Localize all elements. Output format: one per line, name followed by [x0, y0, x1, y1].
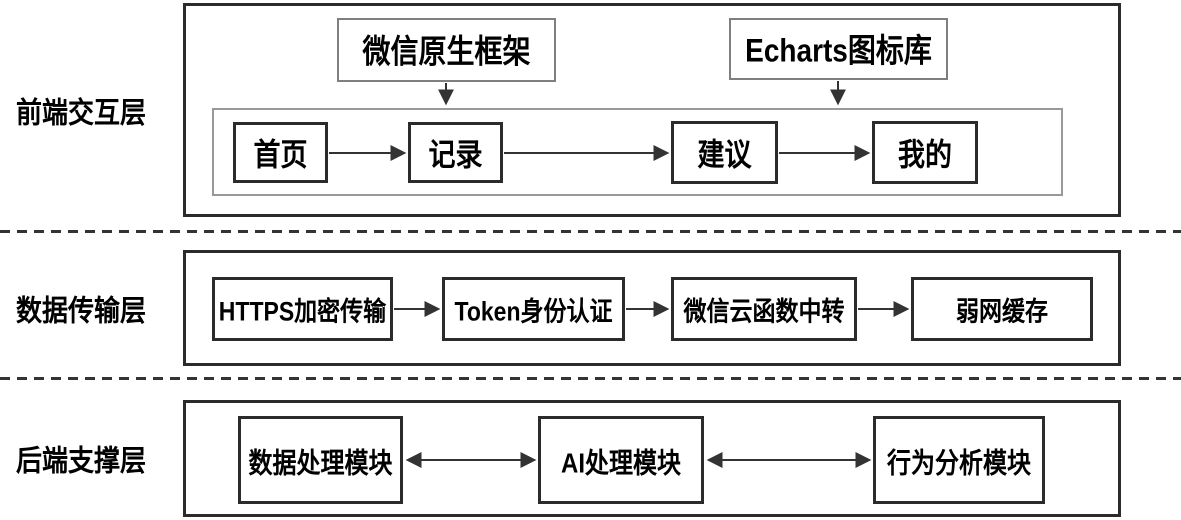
page-node-suggestion: 建议 [671, 121, 778, 184]
node-ai-processing-module: AI处理模块 [538, 416, 704, 504]
layer-label-data-transport-text: 数据传输层 [15, 292, 146, 327]
page-node-home-label: 首页 [253, 138, 308, 173]
echarts-library-node: Echarts图标库 [729, 18, 948, 80]
node-token-auth-label: Token身份认证 [454, 296, 613, 327]
node-weak-network-cache-label: 弱网缓存 [956, 296, 1048, 327]
node-https-encryption: HTTPS加密传输 [212, 277, 393, 341]
layer-label-frontend-text: 前端交互层 [15, 94, 146, 129]
page-node-record: 记录 [408, 122, 503, 183]
node-https-encryption-label: HTTPS加密传输 [218, 296, 387, 327]
layer-separator-1 [0, 230, 1181, 233]
node-wechat-cloud-relay: 微信云函数中转 [671, 277, 857, 341]
layer-label-backend: 后端支撑层 [0, 400, 162, 517]
layer-label-data-transport: 数据传输层 [0, 250, 162, 366]
node-token-auth: Token身份认证 [442, 277, 625, 341]
node-behavior-analysis-module-label: 行为分析模块 [887, 447, 1031, 479]
layer-separator-2 [0, 377, 1181, 380]
page-node-record-label: 记录 [428, 138, 483, 173]
wechat-native-framework-label: 微信原生框架 [362, 33, 531, 70]
page-node-suggestion-label: 建议 [697, 138, 752, 173]
node-ai-processing-module-label: AI处理模块 [561, 447, 681, 479]
node-data-processing-module: 数据处理模块 [238, 416, 403, 504]
node-weak-network-cache: 弱网缓存 [911, 277, 1093, 341]
node-behavior-analysis-module: 行为分析模块 [873, 416, 1045, 504]
layer-label-backend-text: 后端支撑层 [15, 443, 146, 477]
node-data-processing-module-label: 数据处理模块 [248, 447, 393, 479]
wechat-native-framework-node: 微信原生框架 [337, 18, 556, 82]
layer-label-frontend: 前端交互层 [0, 3, 162, 217]
echarts-library-label: Echarts图标库 [745, 32, 932, 69]
page-node-mine-label: 我的 [898, 138, 952, 173]
node-wechat-cloud-relay-label: 微信云函数中转 [683, 296, 845, 327]
page-node-mine: 我的 [872, 121, 978, 184]
page-node-home: 首页 [233, 122, 328, 183]
